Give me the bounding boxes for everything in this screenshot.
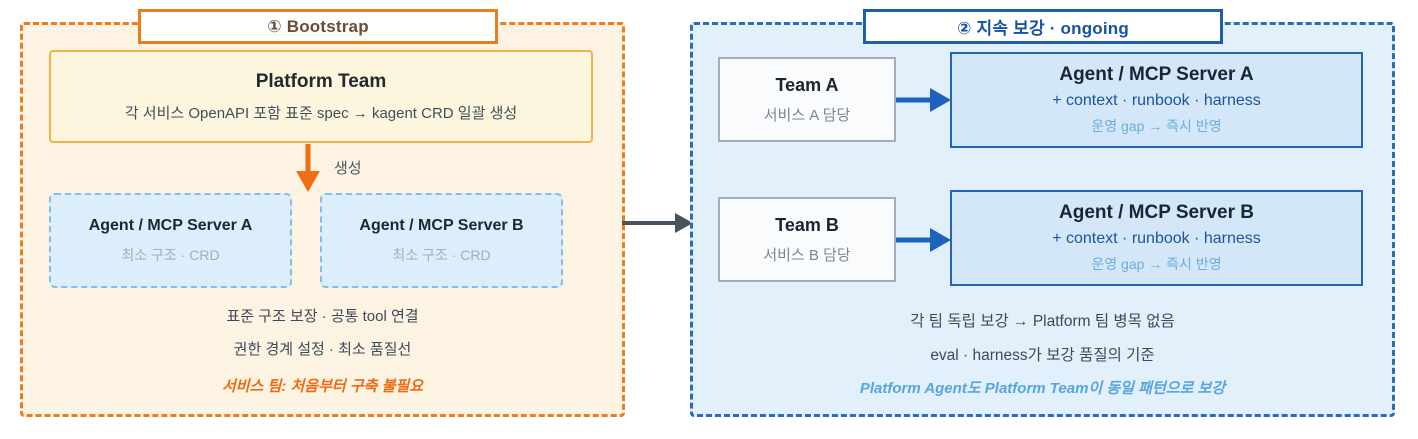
agent-ongoing-b-line2: 운영 gap → 즉시 반영 [1091, 256, 1222, 272]
team-a-subtitle: 서비스 A 담당 [763, 106, 851, 124]
create-arrow-label: 생성 [334, 160, 362, 177]
agent-ongoing-b-line1: + context · runbook · harness [1052, 230, 1261, 247]
agent-ongoing-b-title: Agent / MCP Server B [1059, 202, 1254, 223]
create-arrow-down-icon [296, 144, 320, 192]
agent-ongoing-a-line1: + context · runbook · harness [1052, 92, 1261, 109]
agent-mcp-server-a-ongoing-box: Agent / MCP Server A + context · runbook… [950, 52, 1363, 148]
agent-b-subtitle: 최소 구조 · CRD [392, 246, 491, 263]
agent-b-title: Agent / MCP Server B [359, 216, 524, 234]
agent-ongoing-a-title: Agent / MCP Server A [1059, 64, 1254, 85]
bootstrap-panel-title-label: ① Bootstrap [267, 16, 369, 36]
agent-a-title: Agent / MCP Server A [88, 216, 253, 234]
ongoing-note-2: eval · harness가 보강 품질의 기준 [930, 347, 1155, 364]
ongoing-panel-title: ② 지속 보강 · ongoing [863, 9, 1223, 44]
platform-team-subtitle: 각 서비스 OpenAPI 포함 표준 spec → kagent CRD 일괄… [124, 104, 518, 122]
ongoing-highlight: Platform Agent도 Platform Team이 동일 패턴으로 보… [859, 380, 1226, 397]
team-a-box: Team A 서비스 A 담당 [718, 57, 896, 142]
platform-team-box: Platform Team 각 서비스 OpenAPI 포함 표준 spec →… [49, 50, 593, 143]
platform-team-title: Platform Team [255, 70, 387, 92]
team-b-subtitle: 서비스 B 담당 [763, 246, 851, 264]
team-b-box: Team B 서비스 B 담당 [718, 197, 896, 282]
agent-a-subtitle: 최소 구조 · CRD [121, 246, 220, 263]
panel-connector-arrow-icon [622, 213, 693, 233]
ongoing-panel-title-label: ② 지속 보강 · ongoing [957, 19, 1129, 38]
bootstrap-note-1: 표준 구조 보장 · 공통 tool 연결 [226, 308, 419, 325]
team-a-title: Team A [775, 74, 839, 95]
bootstrap-panel-title: ① Bootstrap [138, 9, 498, 44]
agent-mcp-server-a-minimal-box: Agent / MCP Server A 최소 구조 · CRD [49, 193, 292, 288]
agent-mcp-server-b-minimal-box: Agent / MCP Server B 최소 구조 · CRD [320, 193, 563, 288]
bootstrap-note-2: 권한 경계 설정 · 최소 품질선 [233, 341, 412, 358]
bootstrap-notes: 표준 구조 보장 · 공통 tool 연결 권한 경계 설정 · 최소 품질선 [20, 300, 625, 366]
agent-mcp-server-b-ongoing-box: Agent / MCP Server B + context · runbook… [950, 190, 1363, 286]
ongoing-notes: 각 팀 독립 보강 → Platform 팀 병목 없음 eval · harn… [690, 305, 1395, 373]
team-b-title: Team B [775, 214, 839, 235]
bootstrap-highlight: 서비스 팀: 처음부터 구축 불필요 [221, 378, 424, 395]
ongoing-note-1: 각 팀 독립 보강 → Platform 팀 병목 없음 [910, 313, 1175, 330]
team-b-to-agent-arrow-icon [896, 228, 951, 252]
team-a-to-agent-arrow-icon [896, 88, 951, 112]
agent-ongoing-a-line2: 운영 gap → 즉시 반영 [1091, 118, 1222, 134]
